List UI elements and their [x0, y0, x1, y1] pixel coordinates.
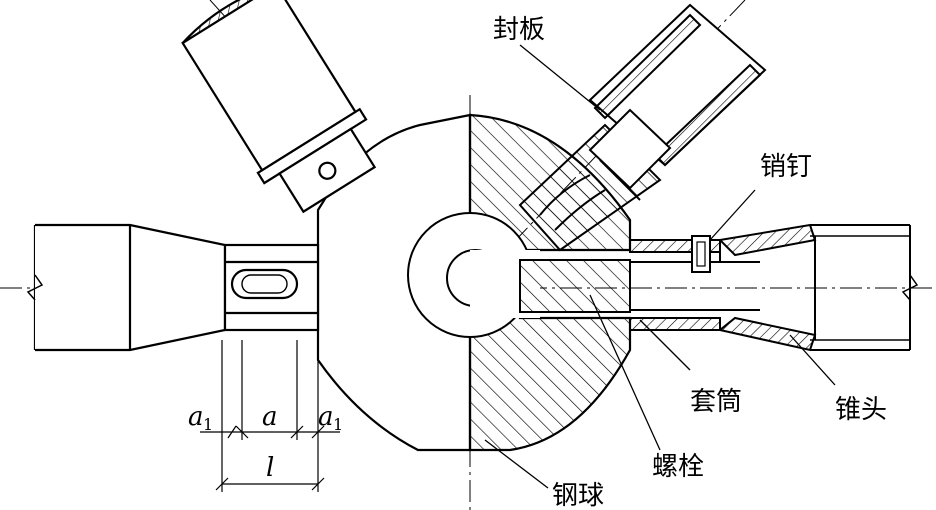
- left-member: [33, 223, 320, 352]
- dim-a1-right: a: [318, 402, 334, 432]
- dim-a1-left-sub: 1: [203, 415, 213, 434]
- label-steel-ball: 钢球: [552, 481, 604, 510]
- label-bolt: 螺栓: [652, 452, 704, 482]
- upper-right-member: [518, 3, 767, 252]
- label-cone-head: 锥头: [835, 395, 887, 425]
- dim-a1-right-sub: 1: [333, 415, 343, 434]
- leader-lines: [484, 44, 836, 489]
- label-sleeve: 套筒: [690, 387, 742, 417]
- right-member: [519, 223, 911, 352]
- label-pin: 销钉: [760, 152, 812, 182]
- dim-l: l: [266, 453, 274, 483]
- upper-left-member: [181, 0, 377, 214]
- dimension-lines: [200, 340, 340, 492]
- dim-a1-left: a: [188, 402, 204, 432]
- left-break-mark: [26, 274, 44, 301]
- right-break-mark: [901, 274, 919, 301]
- dim-a-mid: a: [262, 402, 278, 432]
- label-sealing-plate: 封板: [493, 15, 545, 45]
